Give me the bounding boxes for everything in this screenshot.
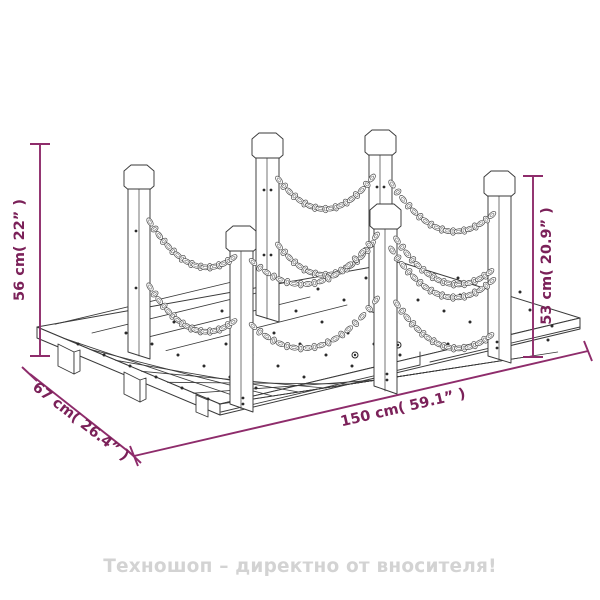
dimension-label-depth: 67 cm( 26.4” ) bbox=[29, 379, 132, 464]
post-front-left bbox=[123, 164, 155, 360]
post-back-left-cap bbox=[251, 132, 284, 162]
bridge-line-art bbox=[36, 129, 581, 418]
post-front-right-mid-cap bbox=[369, 203, 402, 233]
chain-front-lower-left bbox=[144, 281, 239, 337]
post-right-end-cap bbox=[483, 170, 516, 200]
chain-front-lower-end bbox=[391, 298, 496, 353]
deck-support-feet bbox=[57, 343, 209, 418]
post-back-left bbox=[251, 132, 284, 323]
post-front-mid-cap bbox=[225, 225, 258, 255]
chain-front-upper-right bbox=[247, 230, 382, 289]
foot-left-d bbox=[139, 377, 147, 403]
watermark-text: Техношоп – директно от вносителя! bbox=[103, 556, 497, 577]
foot-left-b bbox=[73, 349, 81, 375]
dimension-annotations bbox=[21, 143, 593, 467]
post-back-left-shaft bbox=[255, 157, 280, 323]
chain-back-upper-left bbox=[273, 172, 378, 214]
post-front-mid bbox=[225, 225, 258, 413]
post-back-mid-cap bbox=[364, 129, 397, 159]
dimension-width bbox=[129, 340, 593, 467]
dimension-label-height-left: 56 cm( 22” ) bbox=[12, 199, 28, 301]
dimension-height-left bbox=[30, 143, 50, 357]
post-right-end-shaft bbox=[487, 195, 512, 364]
chain-back-upper-right bbox=[386, 178, 498, 236]
chain-front-upper-end bbox=[391, 234, 496, 289]
chain-railings bbox=[144, 172, 498, 353]
post-front-left-cap bbox=[123, 164, 155, 193]
foot-mid bbox=[195, 394, 209, 418]
chain-back-lower-right bbox=[386, 244, 498, 302]
chain-front-upper-left bbox=[144, 216, 239, 272]
post-front-right-mid-shaft bbox=[373, 228, 398, 395]
post-front-right-mid bbox=[369, 203, 402, 395]
dimension-label-height-right: 53 cm( 20.9” ) bbox=[539, 207, 555, 325]
post-right-end bbox=[483, 170, 516, 364]
dimension-label-width: 150 cm( 59.1” ) bbox=[339, 386, 467, 430]
post-front-mid-shaft bbox=[229, 250, 254, 413]
chain-front-lower-right bbox=[247, 294, 382, 353]
